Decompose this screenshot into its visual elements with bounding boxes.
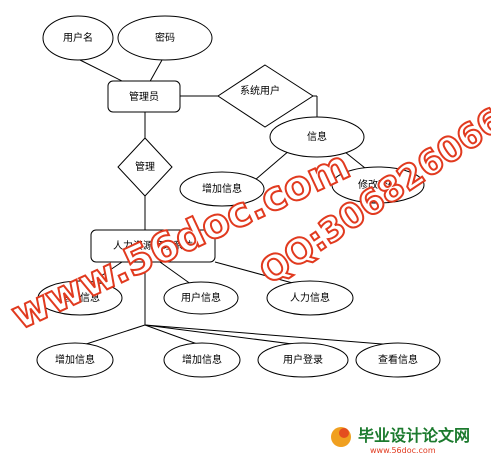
line-trunk-login [144, 324, 301, 346]
line-info-addinfo [254, 149, 291, 181]
attr-add-info-2 [163, 342, 241, 378]
label-admin: 管理员 [129, 90, 159, 103]
attr-add-info-top [179, 171, 265, 207]
connectors [79, 59, 396, 347]
attr-username [42, 15, 114, 61]
label-add-info-1: 增加信息 [55, 353, 95, 366]
label-user-info: 用户信息 [181, 291, 221, 304]
label-add-info-2: 增加信息 [182, 353, 222, 366]
label-change-password: 修改密码 [358, 178, 398, 191]
label-system: 人力资源管理系统 [113, 239, 193, 252]
label-user-login: 用户登录 [283, 353, 323, 366]
brand-url: www.56doc.com [370, 446, 436, 455]
attr-add-info-1 [36, 342, 114, 378]
brand-name: 毕业设计论文网 [358, 426, 470, 445]
attr-view-info [355, 342, 441, 378]
label-basic-info: 基本信息 [60, 291, 100, 304]
entity-admin [107, 80, 181, 113]
line-trunk-view [144, 324, 396, 346]
label-password: 密码 [155, 31, 175, 44]
attr-hr-info [266, 280, 354, 316]
line-trunk-add1 [79, 324, 146, 347]
label-system-user: 系统用户 [240, 84, 280, 97]
label-hr-info: 人力信息 [290, 291, 330, 304]
label-add-info-top: 增加信息 [202, 182, 242, 195]
entity-system [90, 229, 216, 263]
attr-change-password [331, 166, 425, 204]
relation-system-user [217, 64, 314, 128]
attr-basic-info [37, 280, 123, 316]
attr-password [117, 15, 213, 61]
attr-user-login [257, 342, 349, 378]
label-username: 用户名 [63, 31, 93, 44]
line-trunk-add2 [144, 324, 201, 346]
label-view-info: 查看信息 [378, 353, 418, 366]
relation-manage [117, 137, 173, 197]
watermark: www.56doc.com QQ:306826066 [4, 99, 491, 340]
attr-info [269, 116, 365, 158]
label-manage: 管理 [135, 160, 155, 173]
line-system-hrinfo [214, 261, 301, 286]
attr-user-info [163, 281, 239, 315]
brand-logo: 毕业设计论文网 www.56doc.com [331, 426, 470, 455]
label-info: 信息 [307, 130, 327, 143]
